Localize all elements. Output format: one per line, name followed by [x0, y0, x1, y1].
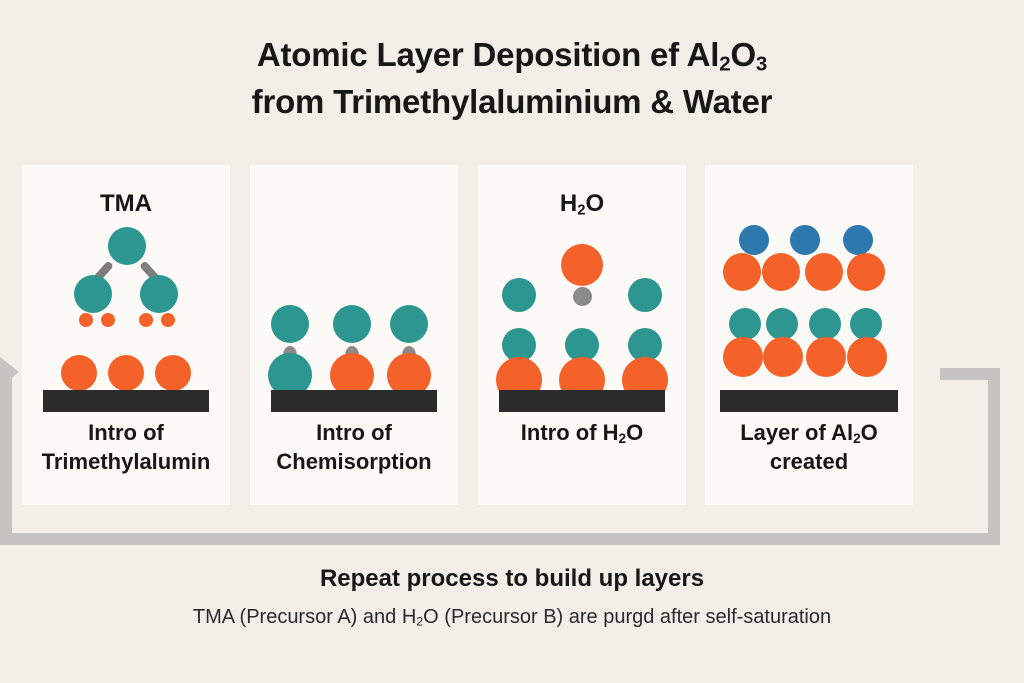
title-subscript-2: 2	[719, 52, 731, 76]
substrate-bar	[720, 390, 898, 412]
cycle-loop-right-segment	[988, 368, 1000, 545]
atom-teal-mid-1	[729, 308, 761, 340]
atom-teal-top-3	[390, 305, 428, 343]
title-line-1-text: Atomic Layer Deposition ef Al	[256, 36, 720, 73]
atom-orange-upper-4	[847, 253, 885, 291]
atom-teal-base-1	[268, 353, 312, 397]
panel-3-heading: H2O	[478, 190, 686, 218]
panel-2-caption-line-2: Chemisorption	[276, 449, 432, 475]
title-line-2: from Trimethylaluminium & Water	[251, 82, 773, 120]
atom-orange-upper-3	[805, 253, 843, 291]
cycle-loop-left-segment	[0, 372, 12, 540]
atom-orange-small-1	[79, 313, 93, 327]
atom-orange-lower-1	[723, 337, 763, 377]
atom-orange-lower-4	[847, 337, 887, 377]
panel-1-caption-line-2: Trimethylalumin	[41, 449, 211, 475]
atom-blue-top-1	[739, 225, 769, 255]
footer-precursor-text: TMA (Precursor A) and H2O (Precursor B) …	[0, 606, 1024, 629]
atom-teal-float-right	[628, 278, 662, 312]
title-line-1: Atomic Layer Deposition ef Al2O3	[0, 32, 1024, 79]
panel-4-caption-text: Layer of Al	[740, 420, 854, 445]
atom-gray-hydrogen	[573, 287, 592, 306]
atom-orange-water-oxygen	[561, 244, 603, 286]
footer-sub-subscript: 2	[416, 614, 424, 629]
panel-intro-tma: TMA Intro of Trimethylalumin	[22, 165, 230, 505]
atom-orange-lower-2	[763, 337, 803, 377]
panel-3-caption-subscript: 2	[618, 431, 627, 446]
panel-3-caption-text-b: O	[626, 420, 644, 445]
substrate-bar	[271, 390, 437, 412]
panel-3-molecule-graphic	[478, 165, 686, 415]
panel-2-caption: Intro of Chemisorption	[254, 418, 454, 477]
atom-orange-base-3	[387, 353, 431, 397]
cycle-arrow-icon	[0, 357, 19, 387]
atom-orange-lower-3	[806, 337, 846, 377]
atom-teal-mid-2	[766, 308, 798, 340]
title-subscript-3: 3	[755, 52, 768, 76]
panel-3-caption: Intro of H2O	[482, 418, 682, 447]
panel-3-heading-h: H	[559, 190, 578, 217]
atom-orange-surface-3	[155, 355, 191, 391]
panel-4-caption-line-2: created	[769, 449, 849, 475]
atom-teal-top-2	[333, 305, 371, 343]
panel-1-caption: Intro of Trimethylalumin	[26, 418, 226, 477]
panel-4-caption-line-1: Layer of Al2O	[709, 418, 909, 447]
panel-3-heading-o: O	[585, 190, 605, 217]
panel-layer-created: Layer of Al2O created	[705, 165, 913, 505]
atom-blue-top-3	[843, 225, 873, 255]
substrate-bar	[43, 390, 209, 412]
atom-teal-layer-1	[502, 328, 536, 362]
atom-teal-apex	[108, 227, 146, 265]
cycle-loop-top-segment	[940, 368, 1000, 380]
atom-orange-small-4	[161, 313, 175, 327]
panel-3-heading-subscript: 2	[577, 202, 586, 219]
footer-sub-text-b: O (Precursor B) are purgd after self-sat…	[423, 606, 832, 628]
panel-3-caption-text: Intro of H	[520, 420, 619, 445]
atom-teal-layer-2	[565, 328, 599, 362]
panel-3-caption-line-1: Intro of H2O	[482, 418, 682, 447]
panel-4-caption-text-b: O	[860, 420, 878, 445]
panel-1-caption-line-1: Intro of	[88, 420, 164, 445]
panel-4-caption-subscript: 2	[853, 431, 861, 446]
atom-teal-layer-3	[628, 328, 662, 362]
atom-teal-top-1	[271, 305, 309, 343]
footer-repeat-text: Repeat process to build up layers	[319, 565, 705, 592]
panel-1-heading: TMA	[100, 190, 152, 217]
atom-orange-upper-1	[723, 253, 761, 291]
panel-2-molecule-graphic	[250, 165, 458, 415]
page-title: Atomic Layer Deposition ef Al2O3 from Tr…	[0, 32, 1024, 126]
panel-intro-h2o: H2O Intro of H2O	[478, 165, 686, 505]
atom-teal-left	[74, 275, 112, 313]
atom-orange-small-3	[139, 313, 153, 327]
atom-orange-small-2	[101, 313, 115, 327]
atom-orange-surface-2	[108, 355, 144, 391]
substrate-bar	[499, 390, 665, 412]
panel-2-caption-line-1: Intro of	[316, 420, 392, 445]
atom-teal-right	[140, 275, 178, 313]
atom-blue-top-2	[790, 225, 820, 255]
footer-sub-text-a: TMA (Precursor A) and H	[192, 606, 417, 628]
title-line-1-text-b: O	[730, 36, 756, 73]
panel-1-molecule-graphic	[22, 165, 230, 415]
atom-orange-upper-2	[762, 253, 800, 291]
atom-orange-base-2	[330, 353, 374, 397]
atom-teal-mid-3	[809, 308, 841, 340]
atom-teal-float-left	[502, 278, 536, 312]
atom-orange-surface-1	[61, 355, 97, 391]
panel-chemisorption: Intro of Chemisorption	[250, 165, 458, 505]
atom-teal-mid-4	[850, 308, 882, 340]
panel-4-molecule-graphic	[705, 165, 913, 415]
cycle-loop-bottom-segment	[0, 533, 1000, 545]
panel-4-caption: Layer of Al2O created	[709, 418, 909, 477]
